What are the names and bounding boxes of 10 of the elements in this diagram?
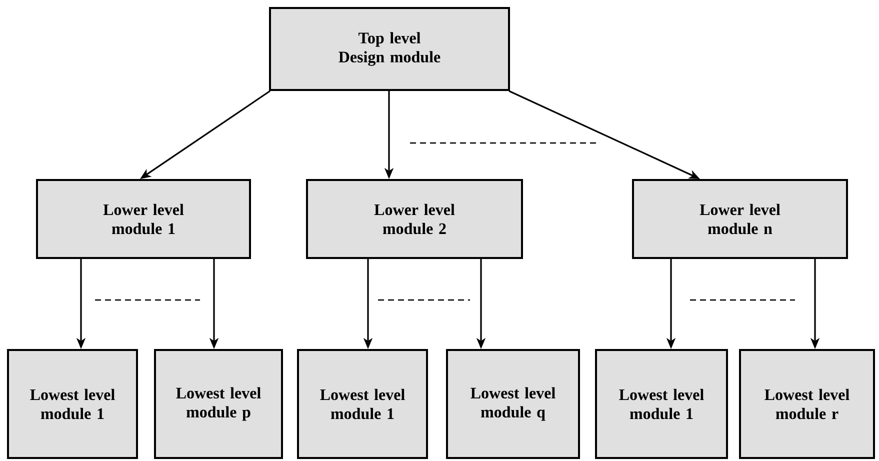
module-box: Lowest level module q bbox=[446, 349, 580, 459]
top-module-box: Top level Design module bbox=[269, 7, 510, 91]
module-box: Lowest level module p bbox=[154, 349, 283, 459]
module-box: Lowest level module 1 bbox=[595, 349, 728, 459]
module-box: Lower level module 1 bbox=[36, 179, 251, 259]
module-box: Lower level module n bbox=[632, 179, 848, 259]
module-box: Lower level module 2 bbox=[306, 179, 523, 259]
module-box: Lowest level module 1 bbox=[297, 349, 428, 459]
module-box: Lowest level module r bbox=[739, 349, 875, 459]
module-box: Lowest level module 1 bbox=[7, 349, 138, 459]
